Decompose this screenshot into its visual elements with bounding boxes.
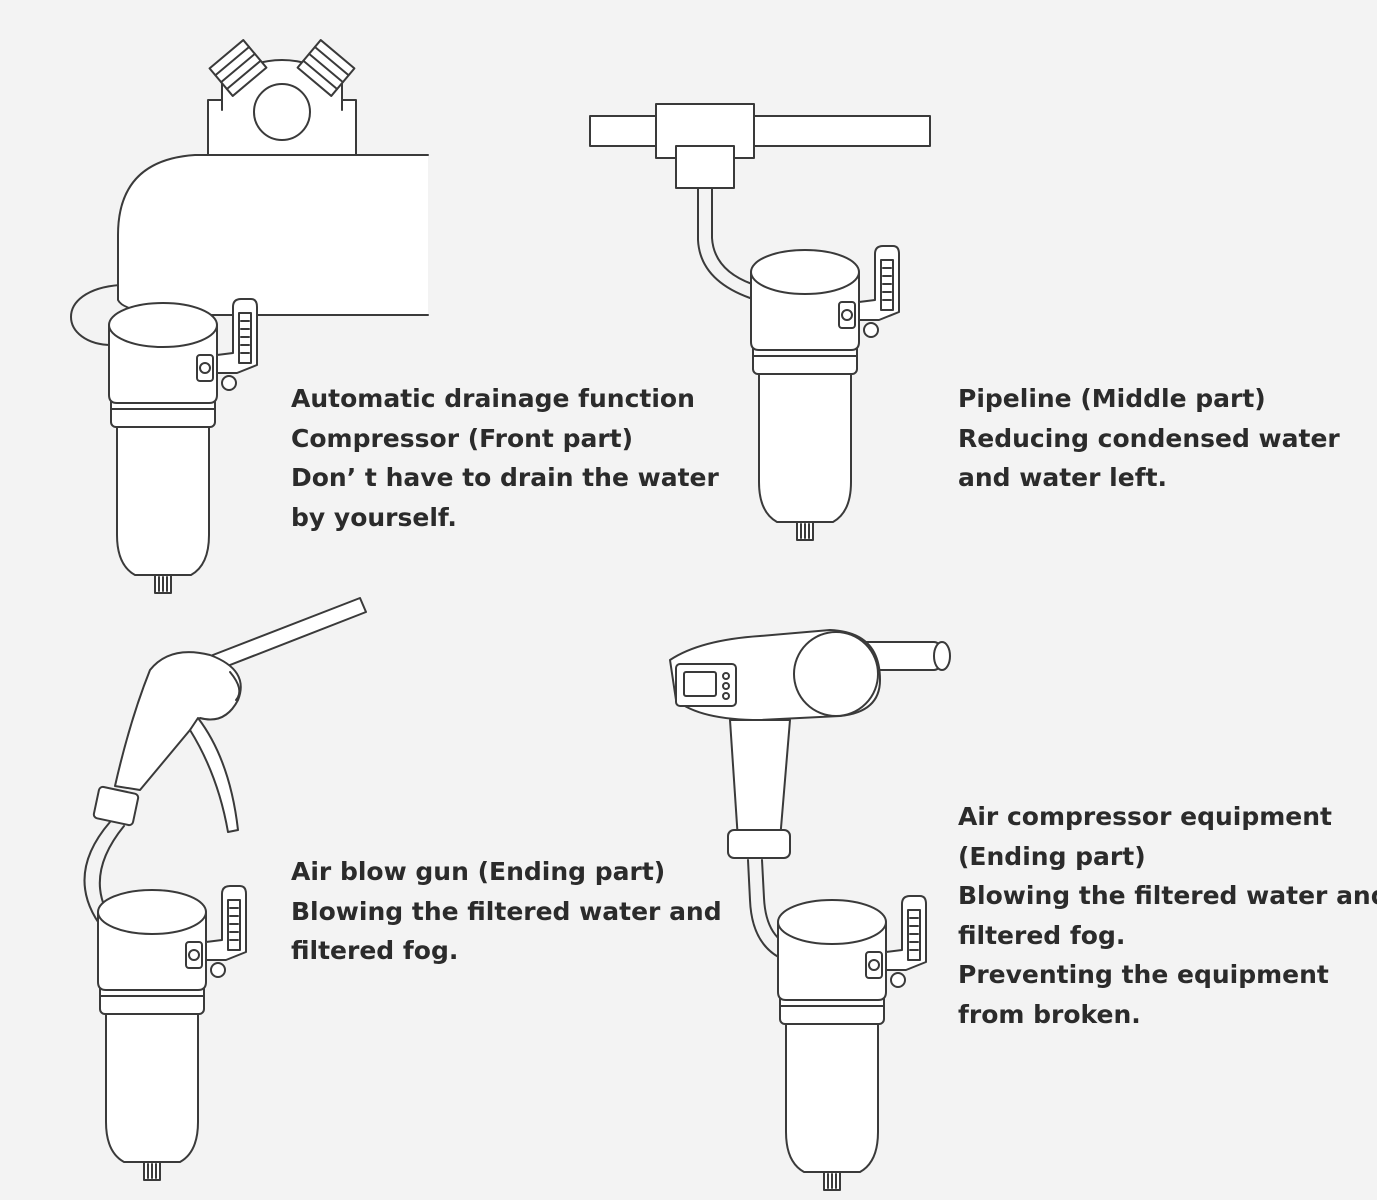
- pipeline-illustration: [589, 103, 931, 541]
- caption-blow-gun-line-3: filtered fog.: [291, 936, 459, 965]
- compressor-illustration: [70, 39, 429, 594]
- caption-blow-gun-line-2: Blowing the filtered water and: [291, 896, 722, 926]
- caption-pipeline-line-3: and water left.: [958, 463, 1168, 492]
- caption-compressor-line-3: Don’ t have to drain the water: [291, 463, 719, 492]
- caption-equipment-line-6: from broken.: [958, 999, 1141, 1029]
- caption-equipment-line-5: Preventing the equipment: [958, 960, 1329, 989]
- caption-compressor-line-2: Compressor (Front part): [291, 423, 634, 453]
- caption-equipment-line-4: filtered fog.: [958, 920, 1126, 950]
- caption-blow-gun: Air blow gun (Ending part) Blowing the f…: [291, 852, 722, 971]
- caption-compressor: Automatic drainage function Compressor (…: [291, 379, 719, 537]
- caption-equipment: Air compressor equipment (Ending part) B…: [958, 797, 1377, 1034]
- caption-compressor-line-1: Automatic drainage function: [291, 384, 695, 413]
- caption-equipment-line-1: Air compressor equipment: [958, 802, 1333, 831]
- caption-pipeline-line-1: Pipeline (Middle part): [958, 384, 1266, 413]
- caption-pipeline-line-2: Reducing condensed water: [958, 423, 1340, 453]
- caption-blow-gun-line-1: Air blow gun (Ending part): [291, 857, 666, 886]
- caption-compressor-line-4: by yourself.: [291, 502, 457, 532]
- caption-equipment-line-2: (Ending part): [958, 841, 1146, 871]
- caption-equipment-line-3: Blowing the filtered water and: [958, 881, 1377, 910]
- blow-gun-illustration: [83, 597, 367, 1181]
- equipment-illustration: [669, 629, 951, 1191]
- caption-pipeline: Pipeline (Middle part) Reducing condense…: [958, 379, 1340, 498]
